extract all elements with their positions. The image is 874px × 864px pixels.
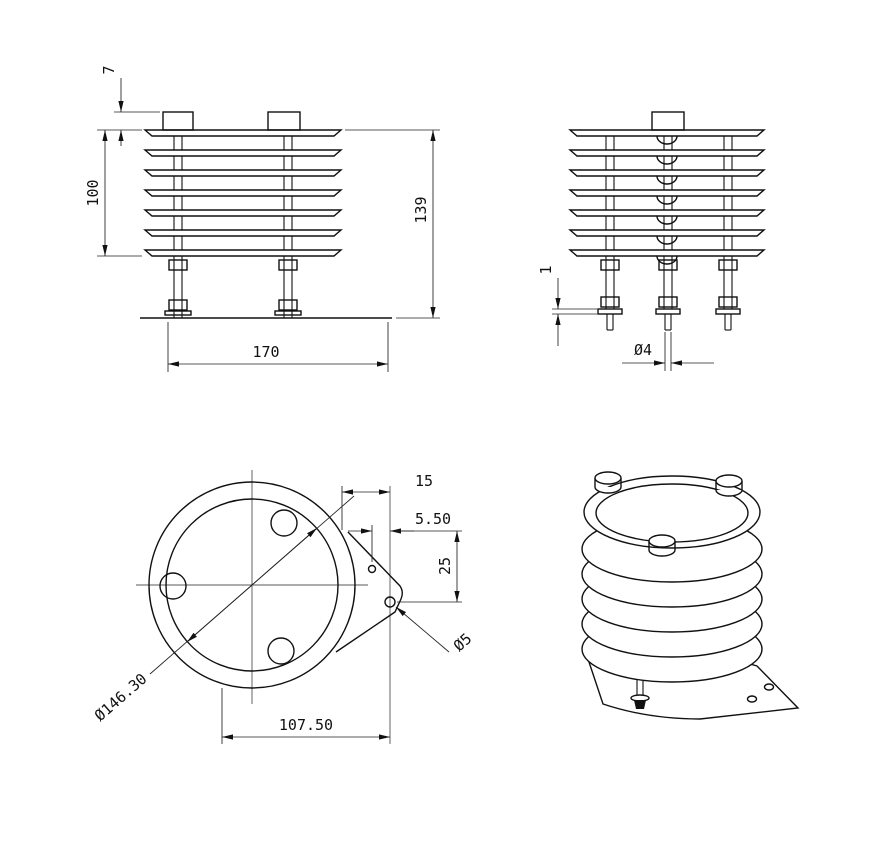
iso-louver-stack [581, 475, 763, 683]
iso-knob-left [594, 471, 622, 494]
dim-side-washer-thickness: 1 [537, 265, 597, 346]
boss-bottom [267, 637, 295, 665]
dim-bottom-hole-spacing: 25 [394, 530, 462, 603]
dim-front-stack-height: 100 [84, 129, 142, 257]
dim-label-170: 170 [252, 343, 279, 361]
dim-bottom-hole-offset: 15 [341, 472, 433, 530]
iso-knob-right [715, 474, 743, 497]
side-louver-stack [569, 111, 765, 331]
bracket-outline [335, 531, 403, 653]
dim-label-dia14630: Ø146.30 [91, 670, 151, 725]
dim-label-7: 7 [100, 65, 118, 74]
boss-left [159, 572, 187, 600]
dim-side-bolt-diameter: Ø4 [622, 332, 714, 371]
bottom-centerlines [136, 470, 391, 744]
dim-label-100: 100 [84, 179, 102, 206]
boss-top [270, 509, 298, 537]
dim-bottom-shield-diameter: Ø146.30 [91, 495, 355, 725]
dim-label-139: 139 [412, 196, 430, 223]
dim-label-1: 1 [537, 265, 555, 274]
dim-front-tab-height: 7 [100, 65, 160, 146]
dim-label-15: 15 [415, 472, 433, 490]
side-view: 1 Ø4 [537, 111, 765, 371]
dim-label-dia4: Ø4 [634, 341, 652, 359]
dim-label-10750: 107.50 [279, 716, 333, 734]
dim-front-base-width: 170 [167, 322, 389, 372]
front-view: 7 100 139 170 [84, 65, 440, 372]
bottom-view: 15 5.50 25 Ø5 Ø146.30 107.50 [91, 470, 475, 744]
iso-bracket-hole-2 [763, 683, 775, 691]
dim-bottom-hole-offset-minor: 5.50 [348, 510, 451, 562]
dim-front-overall-height: 139 [345, 129, 440, 319]
bracket-hole-small [367, 564, 377, 574]
dim-label-25: 25 [436, 557, 454, 575]
bottom-shield-outline [148, 481, 403, 689]
dim-bottom-hole-diameter: Ø5 [395, 606, 475, 655]
iso-knob-center [648, 534, 676, 557]
isometric-view [581, 471, 800, 720]
dim-bottom-bracket-offset: 107.50 [221, 688, 390, 744]
bracket-hole-large [384, 596, 396, 608]
dim-label-dia5: Ø5 [450, 630, 475, 655]
dim-label-550: 5.50 [415, 510, 451, 528]
front-louver-stack [140, 111, 392, 319]
iso-bracket-hole-1 [746, 695, 758, 703]
